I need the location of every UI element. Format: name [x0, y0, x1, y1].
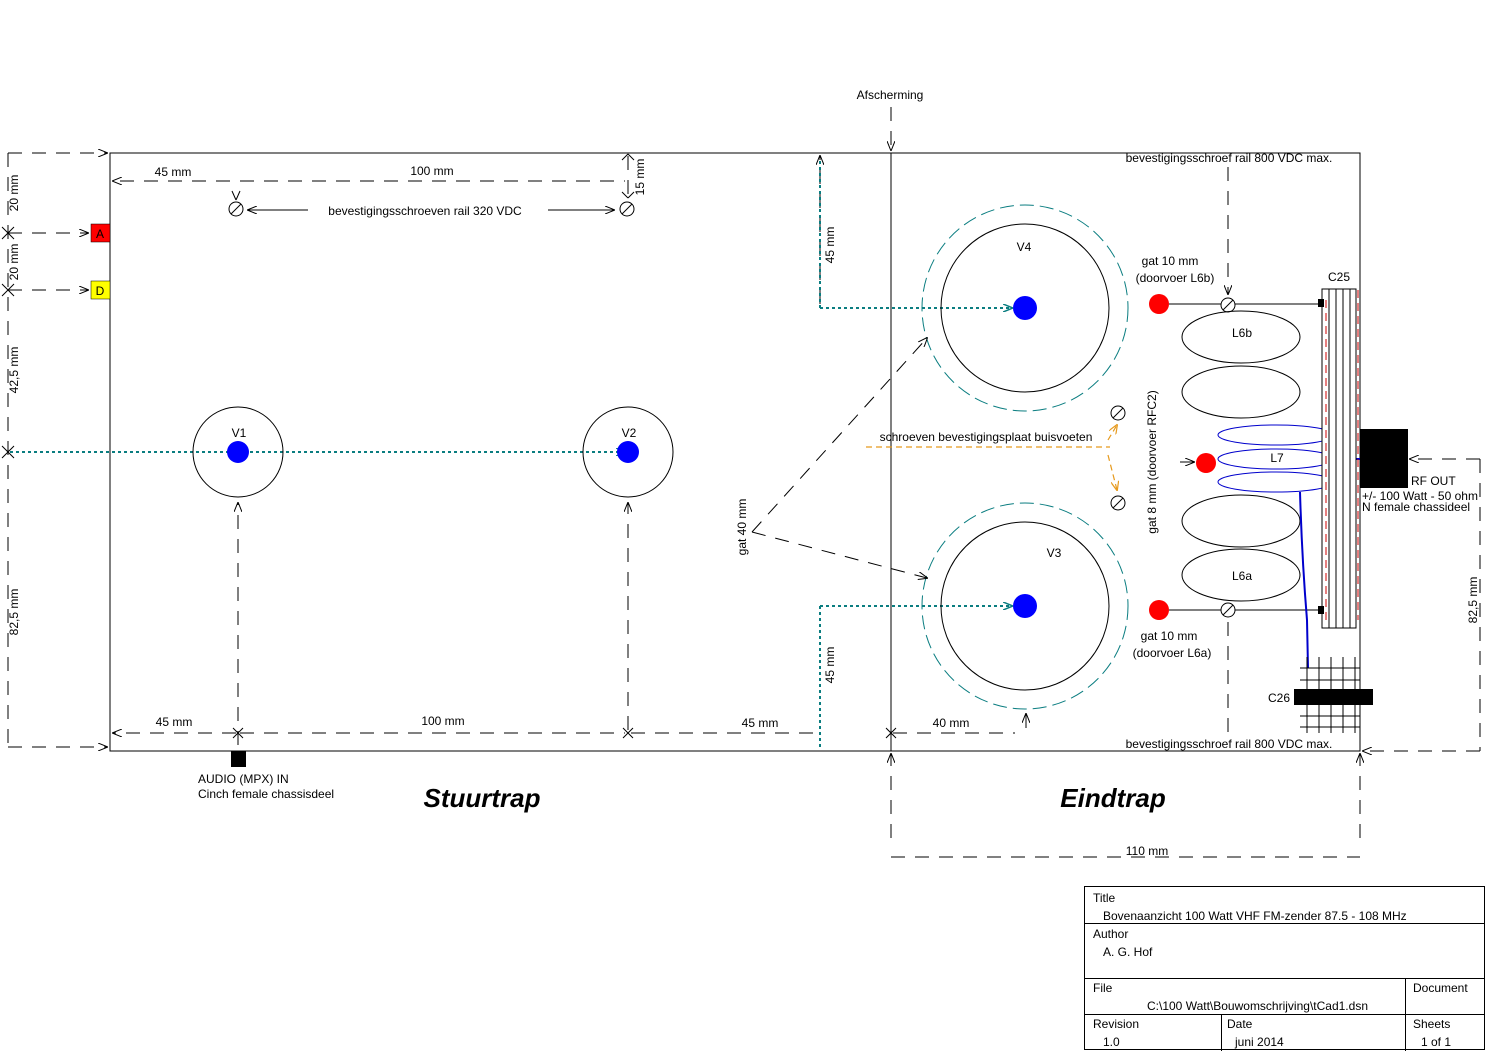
date-label: Date — [1227, 1017, 1253, 1031]
tube-socket-v2 — [582, 406, 674, 498]
coil-l6a-upper — [1181, 494, 1301, 548]
tube-pin-v4 — [1013, 296, 1037, 320]
rf-out-label-line3: N female chassideel — [1362, 500, 1470, 514]
revision-value: 1.0 — [1103, 1035, 1120, 1049]
rf-out-label-line2: +/- 100 Watt - 50 ohm — [1362, 489, 1478, 503]
title-block: Title Bovenaanzicht 100 Watt VHF FM-zend… — [1084, 886, 1485, 1051]
dim-15mm: 15 mm — [633, 159, 647, 196]
cap-label-c26: C26 — [1268, 691, 1290, 705]
rf-output-connector — [1360, 429, 1408, 488]
file-label: File — [1093, 981, 1113, 995]
section-title-eindtrap: Eindtrap — [1060, 783, 1166, 813]
title-label: Title — [1093, 891, 1116, 905]
sheets-value: 1 of 1 — [1421, 1035, 1452, 1049]
tube-label-v3: V3 — [1047, 546, 1062, 560]
coil-l6b-upper — [1181, 310, 1301, 364]
dim-45mm-v3: 45 mm — [823, 647, 837, 684]
shield-ring-v4 — [921, 204, 1129, 412]
tube-pin-v1 — [227, 441, 249, 463]
mount-rail-800-top-label: bevestigingsschroef rail 800 VDC max. — [1126, 151, 1333, 165]
feedthrough-l6b — [1149, 294, 1169, 314]
tube-socket-v3 — [940, 521, 1110, 691]
coil-l7-turn1 — [1217, 424, 1335, 446]
dim-100mm-top: 100 mm — [410, 164, 453, 178]
shield-ring-v3 — [921, 502, 1129, 710]
connector-d — [90, 280, 111, 300]
dim-45mm-top: 45 mm — [155, 165, 192, 179]
hole10-top-line2: (doorvoer L6b) — [1136, 271, 1215, 285]
feedthrough-rfc2 — [1196, 453, 1216, 473]
coil-l6a-lower — [1181, 548, 1301, 602]
feedthrough-l6a — [1149, 600, 1169, 620]
connector-d-label: D — [96, 284, 105, 298]
dim-40mm-bottom: 40 mm — [933, 716, 970, 730]
coil-label-l7: L7 — [1270, 451, 1284, 465]
section-title-stuurtrap: Stuurtrap — [424, 783, 541, 813]
file-value: C:\100 Watt\Bouwomschrijving\tCad1.dsn — [1147, 999, 1368, 1013]
author-value: A. G. Hof — [1103, 945, 1153, 959]
socket-screws-label: schroeven bevestigingsplaat buisvoeten — [880, 430, 1093, 444]
mount-rail-320-label: bevestigingsschroeven rail 320 VDC — [328, 204, 522, 218]
audio-label-line2: Cinch female chassisdeel — [198, 787, 334, 801]
title-value: Bovenaanzicht 100 Watt VHF FM-zender 87.… — [1103, 909, 1407, 923]
tube-label-v1: V1 — [232, 426, 247, 440]
hole10-top-line1: gat 10 mm — [1142, 254, 1199, 268]
tube-label-v4: V4 — [1017, 240, 1032, 254]
dim-45mm-v4: 45 mm — [823, 227, 837, 264]
date-value: juni 2014 — [1235, 1035, 1284, 1049]
dim-20mm-b: 20 mm — [7, 244, 21, 281]
audio-input-connector — [231, 751, 246, 767]
dim-42-5mm: 42,5 mm — [7, 347, 21, 394]
dim-82-5mm-right: 82,5 mm — [1466, 577, 1480, 624]
dim-20mm-a: 20 mm — [7, 175, 21, 212]
capacitor-c26 — [1294, 689, 1373, 705]
audio-label-line1: AUDIO (MPX) IN — [198, 772, 289, 786]
connector-a — [90, 223, 111, 243]
connector-a-label: A — [96, 227, 104, 241]
chassis-outline — [109, 152, 1361, 752]
shielding-label: Afscherming — [857, 88, 924, 102]
sheets-label: Sheets — [1413, 1017, 1451, 1031]
document-label: Document — [1413, 981, 1468, 995]
dim-100mm-bottom: 100 mm — [421, 714, 464, 728]
hole40-label: gat 40 mm — [735, 499, 749, 556]
coil-l6b-lower — [1181, 365, 1301, 419]
coil-label-l6b: L6b — [1232, 326, 1252, 340]
tube-socket-v1 — [192, 406, 284, 498]
tube-socket-v4 — [940, 223, 1110, 393]
rf-out-label-line1: RF OUT — [1411, 474, 1456, 488]
dim-45mm-bottom-left: 45 mm — [156, 715, 193, 729]
tube-pin-v3 — [1013, 594, 1037, 618]
revision-label: Revision — [1093, 1017, 1140, 1031]
tube-label-v2: V2 — [622, 426, 637, 440]
hole10-bottom-line2: (doorvoer L6a) — [1133, 646, 1212, 660]
coil-label-l6a: L6a — [1232, 569, 1252, 583]
capacitor-c25 — [1321, 288, 1357, 629]
tube-pin-v2 — [617, 441, 639, 463]
cap-label-c25: C25 — [1328, 270, 1350, 284]
mount-rail-800-bottom-label: bevestigingsschroef rail 800 VDC max. — [1126, 737, 1333, 751]
dim-45mm-bottom-mid: 45 mm — [742, 716, 779, 730]
hole10-bottom-line1: gat 10 mm — [1141, 629, 1198, 643]
author-label: Author — [1093, 927, 1129, 941]
coil-l7-turn3 — [1217, 471, 1335, 493]
dim-82-5mm-left: 82,5 mm — [7, 589, 21, 636]
hole8-label: gat 8 mm (doorvoer RFC2) — [1145, 390, 1159, 533]
dim-110mm: 110 mm — [1126, 844, 1168, 858]
